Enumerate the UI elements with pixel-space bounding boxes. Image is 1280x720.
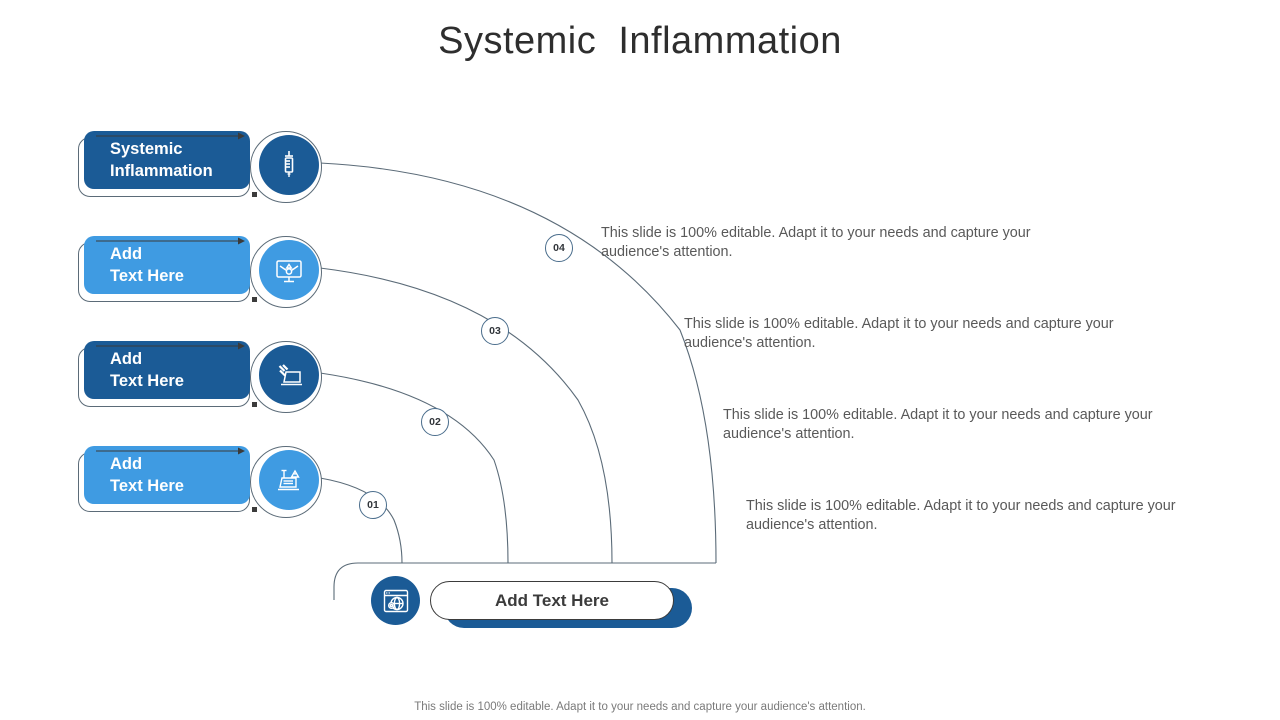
step-label-line2-3: Text Here <box>110 372 184 390</box>
number-badge-02[interactable]: 02 <box>421 408 449 436</box>
description-02: This slide is 100% editable. Adapt it to… <box>723 407 1153 443</box>
arc-01 <box>319 477 403 564</box>
description-04: This slide is 100% editable. Adapt it to… <box>601 225 1031 261</box>
step-icon-dot-1 <box>252 192 257 197</box>
step-label-line1-2: Add <box>110 244 143 263</box>
laptop-satellite-icon <box>259 345 319 405</box>
step-row-3[interactable]: Add Text Here <box>78 341 323 413</box>
step-label-line2-1: Inflammation <box>110 162 213 180</box>
step-icon-dot-3 <box>252 402 257 407</box>
arc-02 <box>319 372 509 564</box>
step-row-2[interactable]: Add Text Here <box>78 236 323 308</box>
arc-03 <box>319 267 613 564</box>
step-icon-dot-4 <box>252 507 257 512</box>
step-chip-2[interactable]: Add Text Here <box>84 236 250 294</box>
step-arrow-icon-4 <box>96 447 245 455</box>
step-label-line1-3: Add <box>110 349 143 368</box>
monitor-network-icon <box>259 240 319 300</box>
step-icon-dot-2 <box>252 297 257 302</box>
page-title: Systemic Inflammation <box>438 20 842 62</box>
step-arrow-icon-2 <box>96 237 245 245</box>
step-label-line1-4: Add <box>110 454 143 473</box>
description-01: This slide is 100% editable. Adapt it to… <box>746 498 1176 534</box>
number-badge-01[interactable]: 01 <box>359 491 387 519</box>
step-chip-3[interactable]: Add Text Here <box>84 341 250 399</box>
syringe-icon <box>259 135 319 195</box>
number-badge-04[interactable]: 04 <box>545 234 573 262</box>
step-label-line2-2: Text Here <box>110 267 184 285</box>
step-label-line1-1: Systemic <box>110 139 183 158</box>
step-chip-4[interactable]: Add Text Here <box>84 446 250 504</box>
bottom-pill[interactable]: Add Text Here <box>430 581 674 620</box>
step-arrow-icon-1 <box>96 132 245 140</box>
footer-note: This slide is 100% editable. Adapt it to… <box>414 701 866 713</box>
description-03: This slide is 100% editable. Adapt it to… <box>684 316 1114 352</box>
browser-globe-gear-icon <box>371 576 420 625</box>
laptop-alert-icon <box>259 450 319 510</box>
step-chip-1[interactable]: Systemic Inflammation <box>84 131 250 189</box>
bottom-pill-label: Add Text Here <box>495 590 609 610</box>
step-arrow-icon-3 <box>96 342 245 350</box>
step-row-4[interactable]: Add Text Here <box>78 446 323 518</box>
step-label-line2-4: Text Here <box>110 477 184 495</box>
number-badge-03[interactable]: 03 <box>481 317 509 345</box>
step-row-1[interactable]: Systemic Inflammation <box>78 131 323 203</box>
